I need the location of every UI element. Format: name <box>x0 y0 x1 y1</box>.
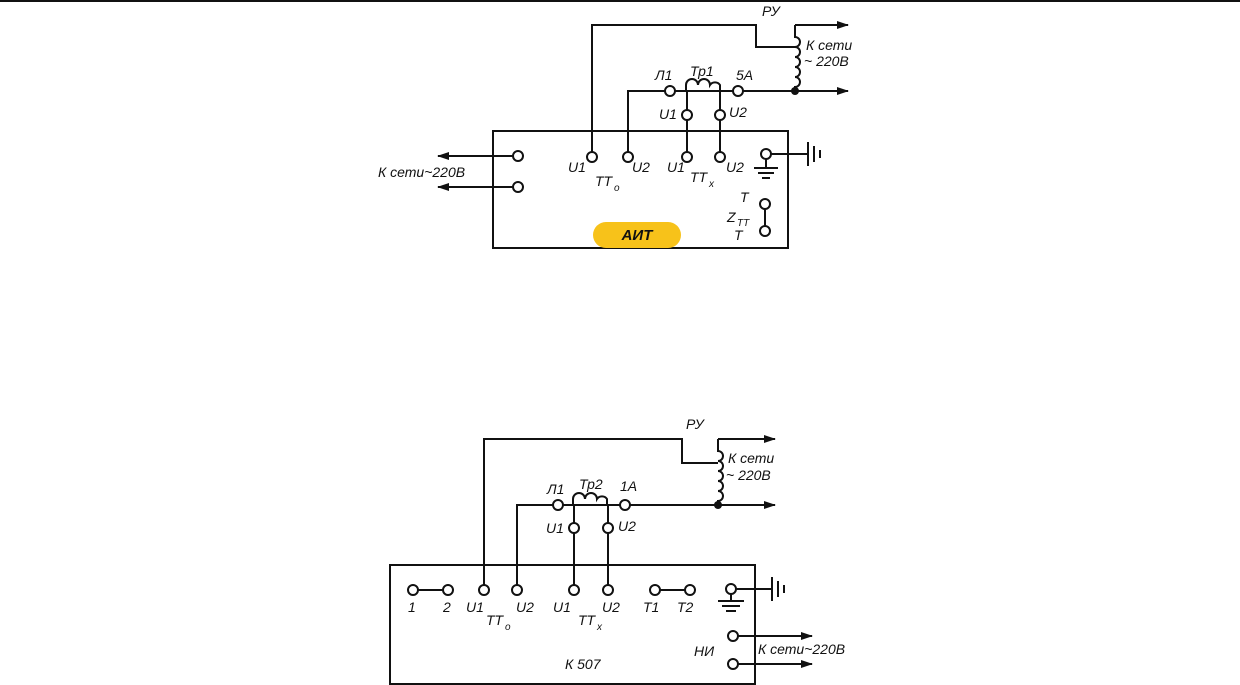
ait-transformer-label: Тр1 <box>690 63 714 79</box>
k507-tto-sub: о <box>505 622 511 633</box>
k507-t1-label: Т1 <box>643 599 659 615</box>
k507-t1-terminal <box>649 584 661 596</box>
k507-sec-u1-label: U1 <box>546 520 564 536</box>
ait-earth-icon <box>771 142 821 166</box>
k507-term-1-label: 1 <box>408 599 416 615</box>
k507-l1-label: Л1 <box>546 481 564 497</box>
ait-tto-u2-terminal <box>622 151 634 163</box>
k507-l1-terminal <box>552 499 564 511</box>
k507-term-1 <box>407 584 419 596</box>
ait-supply-label-b: ~ 220В <box>804 53 849 69</box>
ait-ground-icon <box>754 159 778 179</box>
ait-tto-sub: о <box>614 183 620 194</box>
k507-ground-icon <box>718 594 744 612</box>
ait-sec-u2-label: U2 <box>729 104 747 120</box>
ait-ttx-sub: х <box>708 179 715 190</box>
k507-tto-u1-terminal <box>478 584 490 596</box>
ait-ru-label: РУ <box>762 3 782 19</box>
k507-t2-label: Т2 <box>677 599 694 615</box>
k507-transformer-coil <box>572 492 608 505</box>
k507-ttx-u1-label: U1 <box>553 599 571 615</box>
ait-tto-label: ТТ <box>595 173 614 189</box>
k507-supply-label-b: ~ 220В <box>726 467 771 483</box>
k507-ni-label: НИ <box>694 643 715 659</box>
k507-term-2-label: 2 <box>442 599 451 615</box>
ait-z-label: Z <box>726 209 736 225</box>
k507-transformer-label: Тр2 <box>579 476 603 492</box>
ait-ttx-u1-label: U1 <box>667 159 685 175</box>
ait-l1-terminal <box>664 85 676 97</box>
diagram-k507: К 507 РУ К сети ~ 220В Л1 Тр2 1А U1 U2 <box>389 416 845 685</box>
ait-ztt-terminal-top <box>759 198 771 210</box>
k507-sec-u2-terminal <box>602 522 614 534</box>
k507-rating-label: 1А <box>620 478 637 494</box>
ait-ttx-label: ТТ <box>690 169 709 185</box>
ait-tto-u1-label: U1 <box>568 159 586 175</box>
ait-sec-u1-label: U1 <box>659 106 677 122</box>
ait-ground-terminal <box>760 148 772 160</box>
ait-ttx-u2-label: U2 <box>726 159 744 175</box>
ait-z-sub: ТТ <box>737 218 750 229</box>
k507-1a-terminal <box>619 499 631 511</box>
k507-tto-u1-label: U1 <box>466 599 484 615</box>
k507-right-supply-label: К сети~220В <box>758 641 845 657</box>
k507-ttx-u2-label: U2 <box>602 599 620 615</box>
ait-device-label: АИТ <box>621 227 655 244</box>
ait-ttx-u1-terminal <box>681 151 693 163</box>
k507-supply-label-a: К сети <box>728 450 774 466</box>
k507-ni-terminal-top <box>727 630 739 642</box>
k507-tto-u2-label: U2 <box>516 599 534 615</box>
ait-sec-u1-terminal <box>681 109 693 121</box>
k507-sec-u2-label: U2 <box>618 518 636 534</box>
ait-ztt-terminal-bottom <box>759 225 771 237</box>
k507-tto-label: ТТ <box>486 612 505 628</box>
k507-ttx-label: ТТ <box>578 612 597 628</box>
k507-ru-label: РУ <box>686 416 706 432</box>
k507-ground-terminal <box>725 583 737 595</box>
k507-device-box <box>389 564 756 685</box>
ait-ttx-u2-terminal <box>714 151 726 163</box>
ait-supply-label-a: К сети <box>806 37 852 53</box>
k507-tto-u2-terminal <box>511 584 523 596</box>
ait-supply-winding <box>794 25 801 91</box>
k507-l1-wire <box>516 504 553 585</box>
ait-transformer-coil <box>685 78 721 91</box>
ait-l1-label: Л1 <box>654 67 672 83</box>
ait-tto-u1-terminal <box>586 151 598 163</box>
ait-tto-u2-label: U2 <box>632 159 650 175</box>
ait-ru-wire <box>591 24 795 152</box>
ait-t-top-label: Т <box>740 189 750 205</box>
k507-earth-icon <box>736 577 785 601</box>
ait-left-supply-label: К сети~220В <box>378 164 465 180</box>
diagram-ait: АИТ РУ К сети ~ 220В Л1 Тр1 5А U1 U2 U1 … <box>378 3 852 249</box>
k507-ru-wire <box>483 438 718 585</box>
ait-device-label-highlight <box>593 222 681 248</box>
ait-t-bottom-label: Т <box>734 227 744 243</box>
ait-left-terminal-top <box>512 150 524 162</box>
k507-sec-u1-terminal <box>568 522 580 534</box>
k507-ni-terminal-bottom <box>727 658 739 670</box>
k507-ttx-u1-terminal <box>568 584 580 596</box>
k507-ttx-sub: х <box>596 622 603 633</box>
k507-device-label: К 507 <box>565 656 602 672</box>
ait-l1-wire <box>627 90 665 152</box>
k507-term-2 <box>442 584 454 596</box>
ait-rating-label: 5А <box>736 67 753 83</box>
k507-supply-winding <box>717 439 724 505</box>
ait-left-terminal-bottom <box>512 181 524 193</box>
k507-t2-terminal <box>684 584 696 596</box>
ait-5a-terminal <box>732 85 744 97</box>
ait-sec-u2-terminal <box>714 109 726 121</box>
k507-ttx-u2-terminal <box>602 584 614 596</box>
